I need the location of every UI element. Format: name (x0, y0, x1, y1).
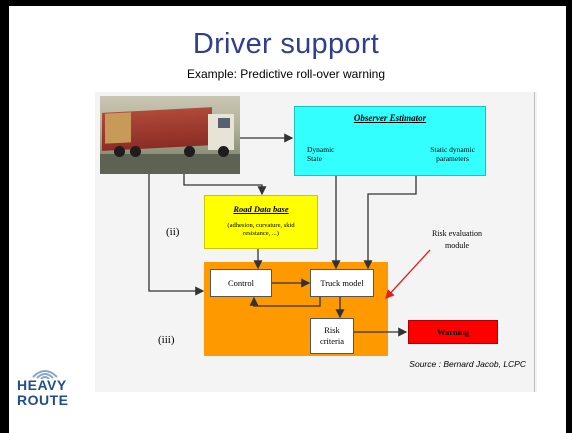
warning-box: Warning (408, 320, 498, 344)
truck-wheel (184, 146, 195, 157)
control-box: Control (210, 269, 272, 297)
risk-evaluation-label: Risk evaluation module (432, 229, 482, 250)
figure-divider (534, 92, 535, 392)
truck-model-box: Truck model (310, 269, 374, 297)
truck-photo (100, 96, 240, 174)
road-database-box: Road Data base (adhesion, curvature, ski… (204, 195, 318, 249)
truck-wheel (130, 146, 141, 157)
truck-wheel (218, 146, 229, 157)
observer-estimator-title: Observer Estimator (353, 113, 427, 123)
slide-subtitle: Example: Predictive roll-over warning (186, 67, 386, 81)
arrow-photo-to-control (148, 174, 205, 296)
arrow-parameters-to-truck-model (363, 176, 417, 270)
static-dynamic-parameters-label: Static dynamic parameters (430, 145, 475, 163)
arrow-risk-evaluation-pointer (385, 249, 431, 299)
heavy-route-logo: HEAVY ROUTE (17, 365, 97, 415)
label-iii: (iii) (158, 334, 175, 346)
road-database-title: Road Data base (233, 204, 289, 214)
frame-border-right (566, 0, 572, 433)
truck-cab-window (218, 118, 230, 128)
truck-wheel (114, 146, 125, 157)
source-credit: Source : Bernard Jacob, LCPC (409, 359, 526, 369)
slide-title: Driver support (192, 28, 380, 60)
arrow-photo-to-road-database (183, 174, 267, 196)
signal-waves-icon (32, 370, 58, 379)
frame-border-top (0, 0, 572, 6)
arrow-truck-model-to-control (249, 296, 321, 307)
risk-criteria-box: Risk criteria (310, 318, 354, 354)
logo-text-route: ROUTE (17, 392, 69, 408)
logo-text-heavy: HEAVY (17, 377, 67, 393)
label-ii: (ii) (166, 226, 180, 238)
dynamic-state-label: Dynamic State (307, 145, 335, 163)
road-surface (100, 154, 240, 174)
frame-border-left (0, 0, 9, 433)
observer-estimator-box: Observer Estimator Dynamic State Static … (294, 106, 486, 176)
road-database-subtitle: (adhesion, curvature, skid resistance, .… (227, 222, 295, 237)
